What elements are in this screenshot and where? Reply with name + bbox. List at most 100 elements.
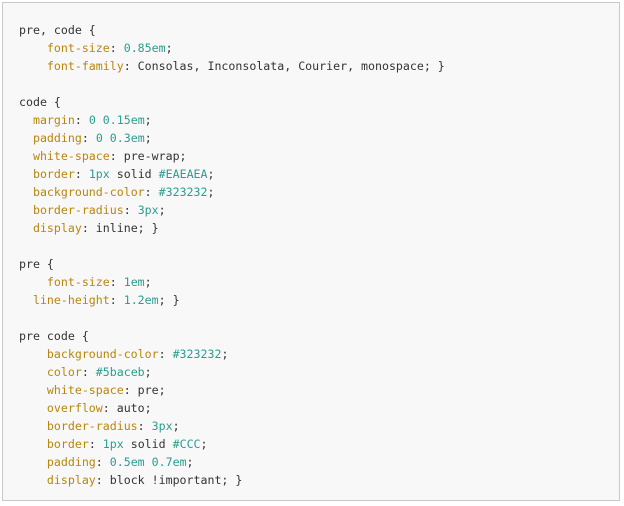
code-text: :	[137, 419, 152, 433]
css-property: border-radius	[46, 419, 138, 433]
code-text	[19, 293, 33, 307]
code-text	[19, 383, 47, 397]
css-property: background-color	[32, 185, 145, 199]
css-selector: pre code {	[19, 329, 89, 343]
code-text: :	[144, 185, 159, 199]
code-text	[19, 185, 33, 199]
css-code-block: pre, code { font-size: 0.85em; font-fami…	[19, 21, 445, 489]
css-value: 1.2em	[123, 293, 159, 307]
code-text	[19, 437, 47, 451]
code-text: :	[123, 203, 138, 217]
css-property: white-space	[46, 383, 124, 397]
code-text: ;	[221, 347, 229, 361]
css-property: line-height	[32, 293, 110, 307]
code-line: padding: 0 0.3em;	[19, 129, 445, 147]
code-text: : Consolas, Inconsolata, Courier, monosp…	[123, 59, 445, 73]
css-property: margin	[32, 113, 75, 127]
code-text	[19, 149, 33, 163]
code-line: white-space: pre-wrap;	[19, 147, 445, 165]
css-value: #CCC	[172, 437, 201, 451]
code-text: ; }	[158, 293, 180, 307]
css-value: 1em	[123, 275, 145, 289]
code-text	[19, 59, 47, 73]
code-text: : auto;	[102, 401, 152, 415]
css-selector: pre {	[19, 257, 54, 271]
code-line: white-space: pre;	[19, 381, 445, 399]
code-line: border: 1px solid #CCC;	[19, 435, 445, 453]
code-text: solid	[109, 167, 159, 181]
code-text: ;	[172, 419, 180, 433]
css-value: #323232	[158, 185, 208, 199]
code-text	[19, 365, 47, 379]
code-line: code {	[19, 93, 445, 111]
css-property: display	[46, 473, 96, 487]
code-text	[19, 113, 33, 127]
css-value: #323232	[172, 347, 222, 361]
code-text: :	[81, 131, 96, 145]
code-text: :	[81, 365, 96, 379]
code-text	[19, 203, 33, 217]
css-property: border-radius	[32, 203, 124, 217]
css-property: white-space	[32, 149, 110, 163]
code-snippet-frame: pre, code { font-size: 0.85em; font-fami…	[2, 2, 620, 501]
code-line: font-size: 1em;	[19, 273, 445, 291]
code-text: solid	[123, 437, 173, 451]
code-line: background-color: #323232;	[19, 183, 445, 201]
code-text	[19, 167, 33, 181]
code-text: ;	[186, 455, 194, 469]
code-line	[19, 309, 445, 327]
code-line: font-family: Consolas, Inconsolata, Cour…	[19, 57, 445, 75]
code-text: : block !important; }	[95, 473, 243, 487]
code-text: ;	[144, 113, 152, 127]
code-line: margin: 0 0.15em;	[19, 111, 445, 129]
code-text: : pre-wrap;	[109, 149, 187, 163]
code-text: :	[109, 275, 124, 289]
code-text: ;	[207, 167, 215, 181]
code-text: :	[109, 293, 124, 307]
code-text: ;	[158, 203, 166, 217]
css-value: 0.5em 0.7em	[109, 455, 187, 469]
css-value: 3px	[151, 419, 173, 433]
code-text: :	[95, 455, 110, 469]
code-text	[19, 131, 33, 145]
code-line: color: #5baceb;	[19, 363, 445, 381]
code-text: : inline; }	[81, 221, 159, 235]
css-value: 1px	[88, 167, 110, 181]
css-selector: code {	[19, 95, 61, 109]
code-line: border: 1px solid #EAEAEA;	[19, 165, 445, 183]
code-text: :	[88, 437, 103, 451]
css-property: font-size	[46, 275, 110, 289]
code-text: :	[74, 113, 89, 127]
code-text	[19, 473, 47, 487]
code-text	[19, 41, 47, 55]
css-value: 1px	[102, 437, 124, 451]
code-text	[19, 221, 33, 235]
code-text	[19, 275, 47, 289]
css-property: padding	[32, 131, 82, 145]
code-line: border-radius: 3px;	[19, 201, 445, 219]
code-line: background-color: #323232;	[19, 345, 445, 363]
code-line: display: block !important; }	[19, 471, 445, 489]
code-line: border-radius: 3px;	[19, 417, 445, 435]
css-value: 0 0.15em	[88, 113, 145, 127]
css-property: color	[46, 365, 82, 379]
code-text	[19, 455, 47, 469]
code-line: overflow: auto;	[19, 399, 445, 417]
code-text: ;	[165, 41, 173, 55]
code-line: pre, code {	[19, 21, 445, 39]
code-text: ;	[207, 185, 215, 199]
css-value: 0 0.3em	[95, 131, 145, 145]
code-line: line-height: 1.2em; }	[19, 291, 445, 309]
code-text: : pre;	[123, 383, 166, 397]
code-line: pre {	[19, 255, 445, 273]
css-property: font-family	[46, 59, 124, 73]
code-line	[19, 75, 445, 93]
code-text: :	[109, 41, 124, 55]
css-property: border	[32, 167, 75, 181]
code-line	[19, 237, 445, 255]
css-value: 0.85em	[123, 41, 166, 55]
code-text: ;	[144, 365, 152, 379]
css-property: padding	[46, 455, 96, 469]
code-line: padding: 0.5em 0.7em;	[19, 453, 445, 471]
code-line: display: inline; }	[19, 219, 445, 237]
